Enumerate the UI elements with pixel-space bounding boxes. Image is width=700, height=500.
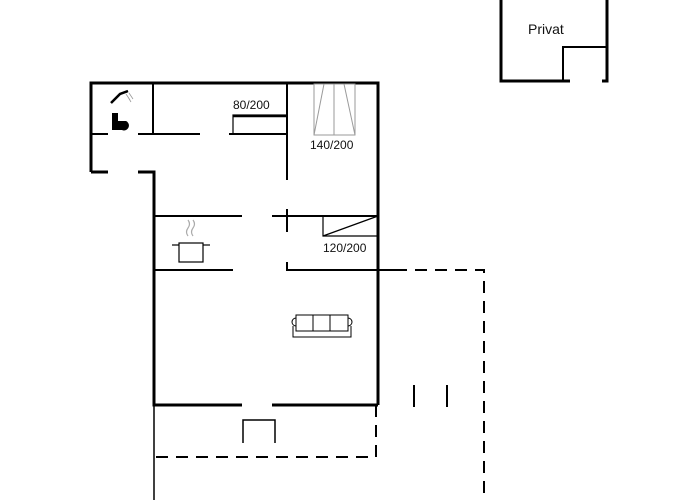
cooking-pot-icon <box>172 219 210 263</box>
bed-loft-label: 120/200 <box>323 241 367 255</box>
bed-loft <box>322 215 379 237</box>
interior-walls <box>91 83 448 443</box>
shower-icon <box>110 89 134 104</box>
sofa-icon <box>291 314 353 338</box>
terrace-outline <box>154 269 485 500</box>
bed-double <box>313 83 356 136</box>
privat-building <box>499 0 609 83</box>
bed-double-label: 140/200 <box>310 138 354 152</box>
bed-single <box>232 114 288 135</box>
privat-label: Privat <box>528 21 564 37</box>
walls <box>89 81 380 407</box>
toilet-icon <box>112 113 129 131</box>
bed-single-label: 80/200 <box>233 98 270 112</box>
